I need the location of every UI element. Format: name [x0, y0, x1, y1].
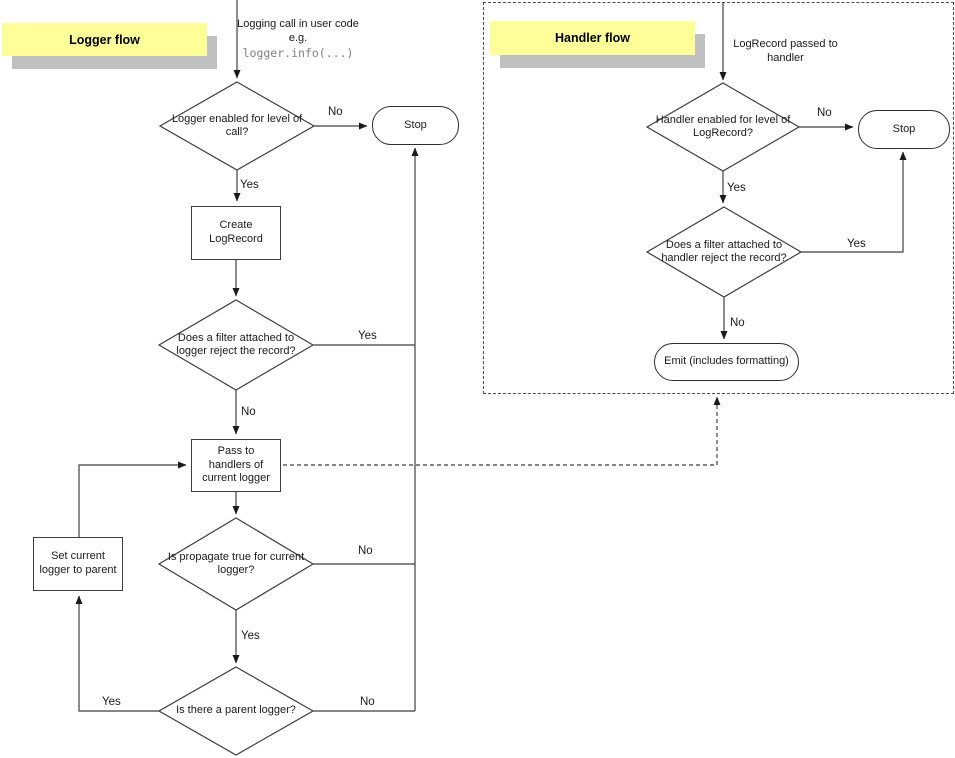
label-propagate-no: No	[358, 545, 373, 557]
label-handler-filter-no: No	[730, 317, 745, 329]
create-logrecord-node: Create LogRecord	[191, 206, 281, 260]
handler-entry-note: LogRecord passed to handler	[733, 38, 838, 65]
diamond-logger-enabled-label: Logger enabled for level of call?	[171, 112, 303, 138]
diamond-parent-label: Is there a parent logger?	[176, 704, 296, 717]
logger-stop-node: Stop	[372, 106, 459, 145]
edge-handler-filter-yes-to-stop	[801, 151, 907, 253]
diamond-parent-shape	[157, 666, 315, 756]
logger-entry-note-text: Logging call in user code	[237, 18, 359, 30]
pass-to-handlers-node: Pass to handlers of current logger	[191, 439, 281, 492]
label-logger-filter-yes: Yes	[358, 330, 377, 342]
edge-parent-yes-to-set-parent	[75, 595, 160, 712]
diamond-handler-enabled-shape	[645, 82, 801, 172]
label-handler-enabled-no: No	[817, 107, 832, 119]
handler-flow-banner: Handler flow	[490, 21, 695, 55]
diamond-logger-filter-shape	[157, 299, 315, 391]
handler-stop-node: Stop	[858, 110, 950, 149]
logger-entry-note-eg: e.g.	[288, 32, 308, 45]
logger-entry-note-code: logger.info(...)	[242, 45, 354, 60]
label-handler-filter-yes: Yes	[847, 238, 866, 250]
edge-pass-to-handler-flow-dashed	[283, 396, 721, 466]
logger-flow-banner-label: Logger flow	[69, 32, 140, 47]
diamond-handler-enabled-label: Handler enabled for level of LogRecord?	[655, 113, 791, 139]
diamond-propagate-shape	[157, 517, 315, 611]
label-propagate-yes: Yes	[241, 630, 260, 642]
diamond-propagate-label: Is propagate true for current logger?	[167, 550, 305, 576]
emit-node: Emit (includes formatting)	[654, 343, 799, 381]
label-logger-filter-no: No	[241, 406, 256, 418]
diamond-logger-enabled-shape	[158, 81, 316, 171]
label-parent-yes: Yes	[102, 696, 121, 708]
diamond-logger-filter-label: Does a filter attached to logger reject …	[176, 331, 296, 357]
label-logger-enabled-no: No	[328, 106, 343, 118]
label-handler-enabled-yes: Yes	[727, 182, 746, 194]
logger-flow-banner: Logger flow	[2, 23, 207, 56]
set-current-logger-node: Set current logger to parent	[33, 537, 123, 591]
handler-flow-banner-label: Handler flow	[554, 31, 630, 45]
label-parent-no: No	[360, 696, 375, 708]
logger-entry-note: Logging call in user code e.g. logger.in…	[232, 17, 364, 61]
diamond-handler-filter-label: Does a filter attached to handler reject…	[661, 238, 787, 264]
edge-set-parent-to-pass	[78, 461, 187, 537]
diamond-handler-filter-shape	[645, 206, 803, 298]
label-logger-enabled-yes: Yes	[240, 179, 259, 191]
